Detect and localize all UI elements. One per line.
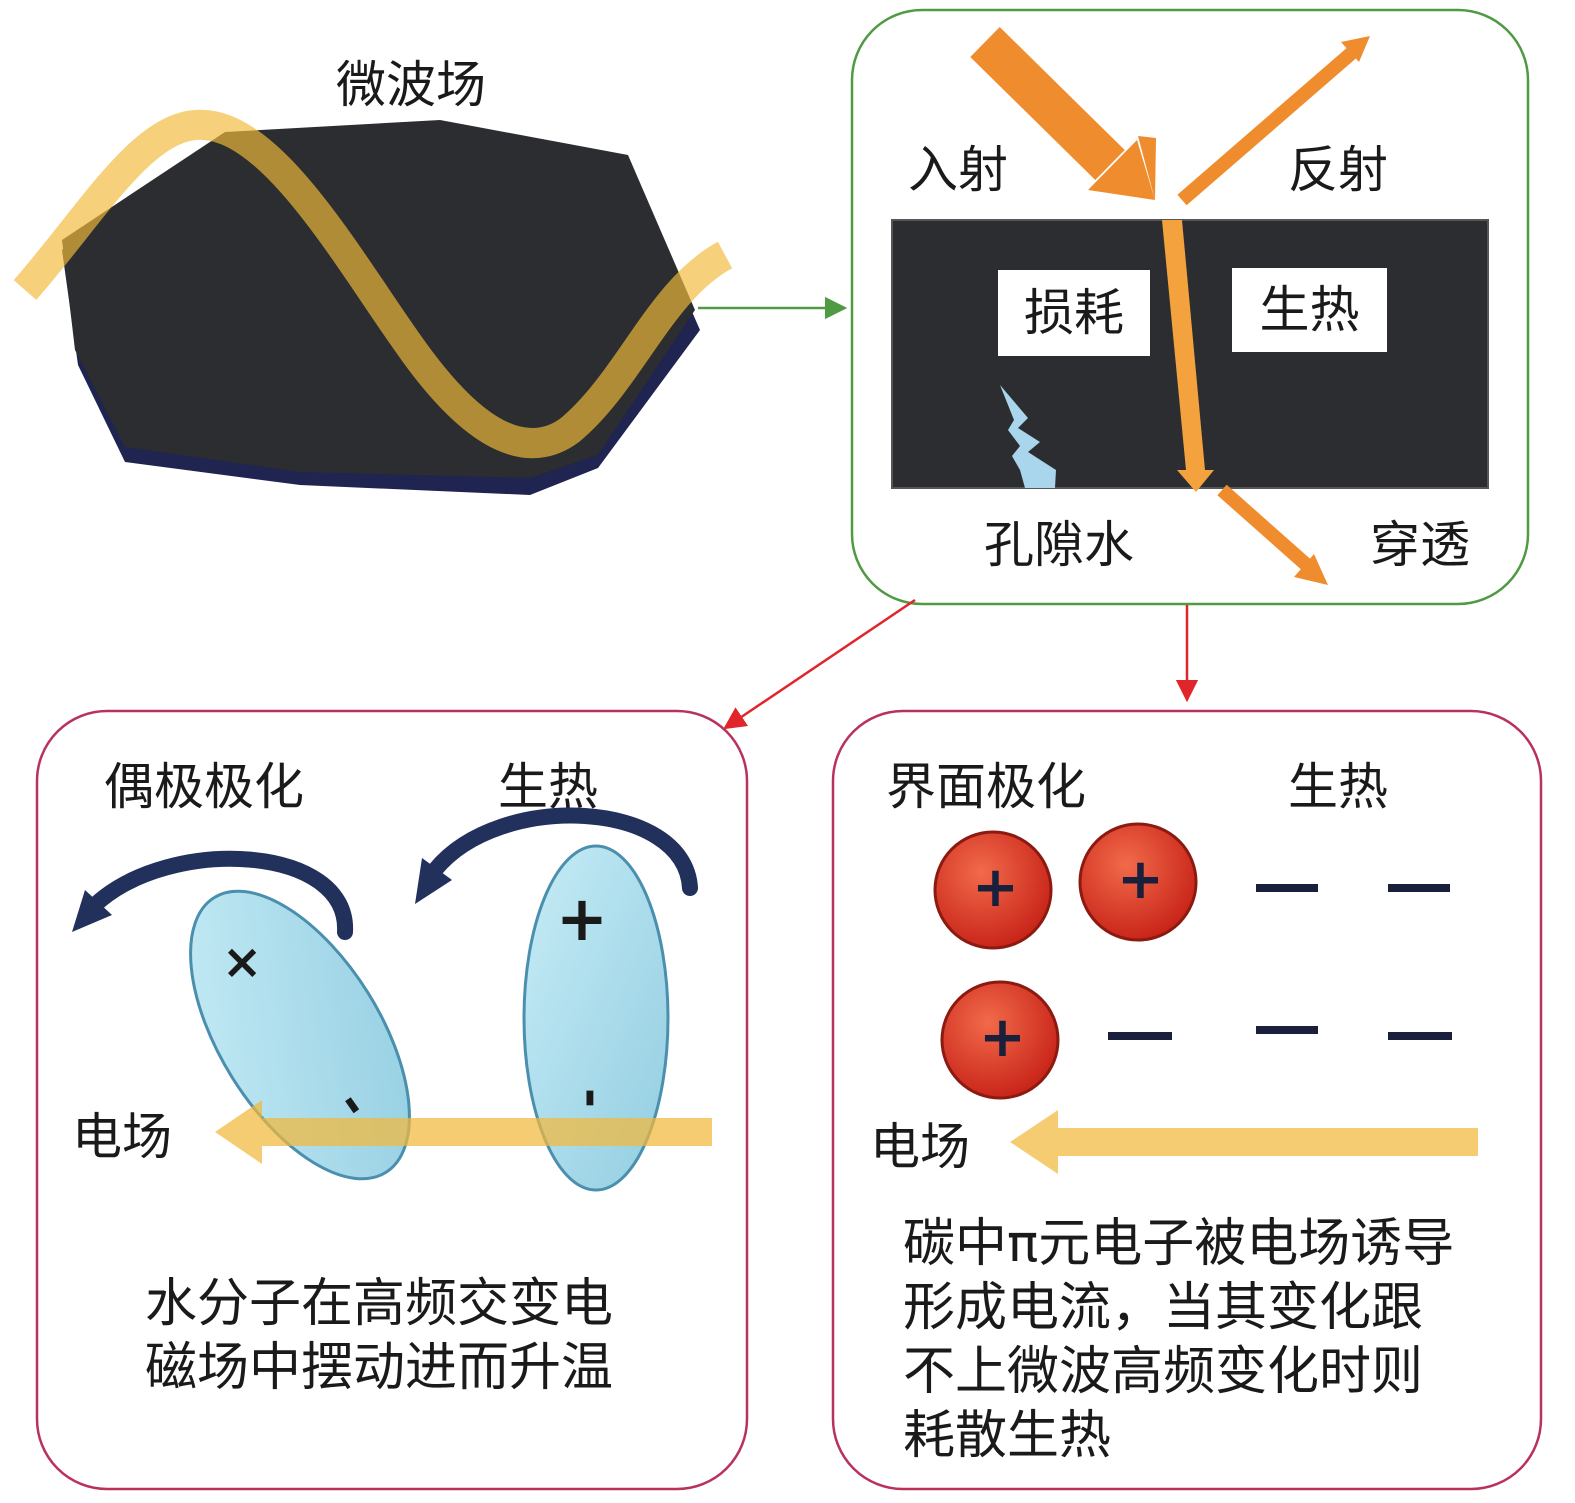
pore-water-icon — [1000, 385, 1056, 488]
connector-arrow-dipole — [723, 598, 916, 730]
penetrate-label: 穿透 — [1370, 516, 1470, 574]
dipole-description-line: 水分子在高频交变电 — [145, 1274, 614, 1334]
reflected-arrow — [1177, 36, 1370, 206]
negative-charge-icon — [1256, 1026, 1318, 1034]
interface-description-line: 形成电流，当其变化跟 — [903, 1278, 1424, 1338]
dipole-plus-sign-2: + — [556, 882, 608, 955]
dipole-molecule-tilted — [189, 889, 411, 1181]
negative-charge-icon — [1108, 1032, 1172, 1040]
dipole-description-line: 磁场中摆动进而升温 — [145, 1338, 614, 1398]
incident-label: 入射 — [908, 141, 1008, 199]
positive-sign: + — [972, 855, 1019, 920]
interface-description-line: 碳中π元电子被电场诱导 — [903, 1214, 1455, 1274]
positive-sign: + — [1117, 847, 1164, 912]
dipole-molecule-vertical — [522, 844, 670, 1192]
positive-sign: + — [979, 1005, 1026, 1070]
dipole-heat-label: 生热 — [498, 758, 598, 816]
negative-charge-icon — [1388, 884, 1450, 892]
interface-description-line: 不上微波高频变化时则 — [903, 1342, 1424, 1402]
interface-field-label: 电场 — [870, 1118, 970, 1176]
loss-beam — [1162, 220, 1214, 492]
heat-tag: 生热 — [1232, 268, 1387, 352]
reflect-label: 反射 — [1288, 141, 1388, 199]
pore-water-label: 孔隙水 — [984, 516, 1134, 574]
positive-charge-icon — [933, 830, 1053, 950]
negative-charge-icon — [1388, 1032, 1452, 1040]
microwave-field-label: 微波场 — [336, 56, 486, 114]
positive-charge-icon — [1078, 822, 1198, 942]
interface-title: 界面极化 — [886, 758, 1086, 816]
dipole-description: 水分子在高频交变电 磁场中摆动进而升温 — [145, 1272, 613, 1400]
loss-tag: 损耗 — [998, 270, 1150, 356]
positive-charge-icon — [940, 980, 1060, 1100]
incident-arrow — [970, 27, 1156, 200]
field-arrow-icon — [215, 1100, 712, 1164]
interface-description-line: 耗散生热 — [903, 1406, 1112, 1466]
transmitted-arrow — [1217, 484, 1328, 585]
dipole-plus-sign: × — [222, 934, 263, 990]
dipole-minus-sign-2: - — [563, 1088, 620, 1108]
dipole-title: 偶极极化 — [104, 758, 304, 816]
field-arrow-icon — [1010, 1110, 1478, 1174]
interface-heat-label: 生热 — [1288, 758, 1388, 816]
microwave-wave-icon — [13, 109, 733, 459]
curved-arrow-icon — [415, 807, 698, 904]
dipole-field-label: 电场 — [72, 1108, 172, 1166]
negative-charge-icon — [1256, 884, 1318, 892]
interface-description: 碳中π元电子被电场诱导 形成电流，当其变化跟 不上微波高频变化时则 耗散生热 — [903, 1212, 1454, 1468]
curved-arrow-icon — [72, 850, 354, 940]
